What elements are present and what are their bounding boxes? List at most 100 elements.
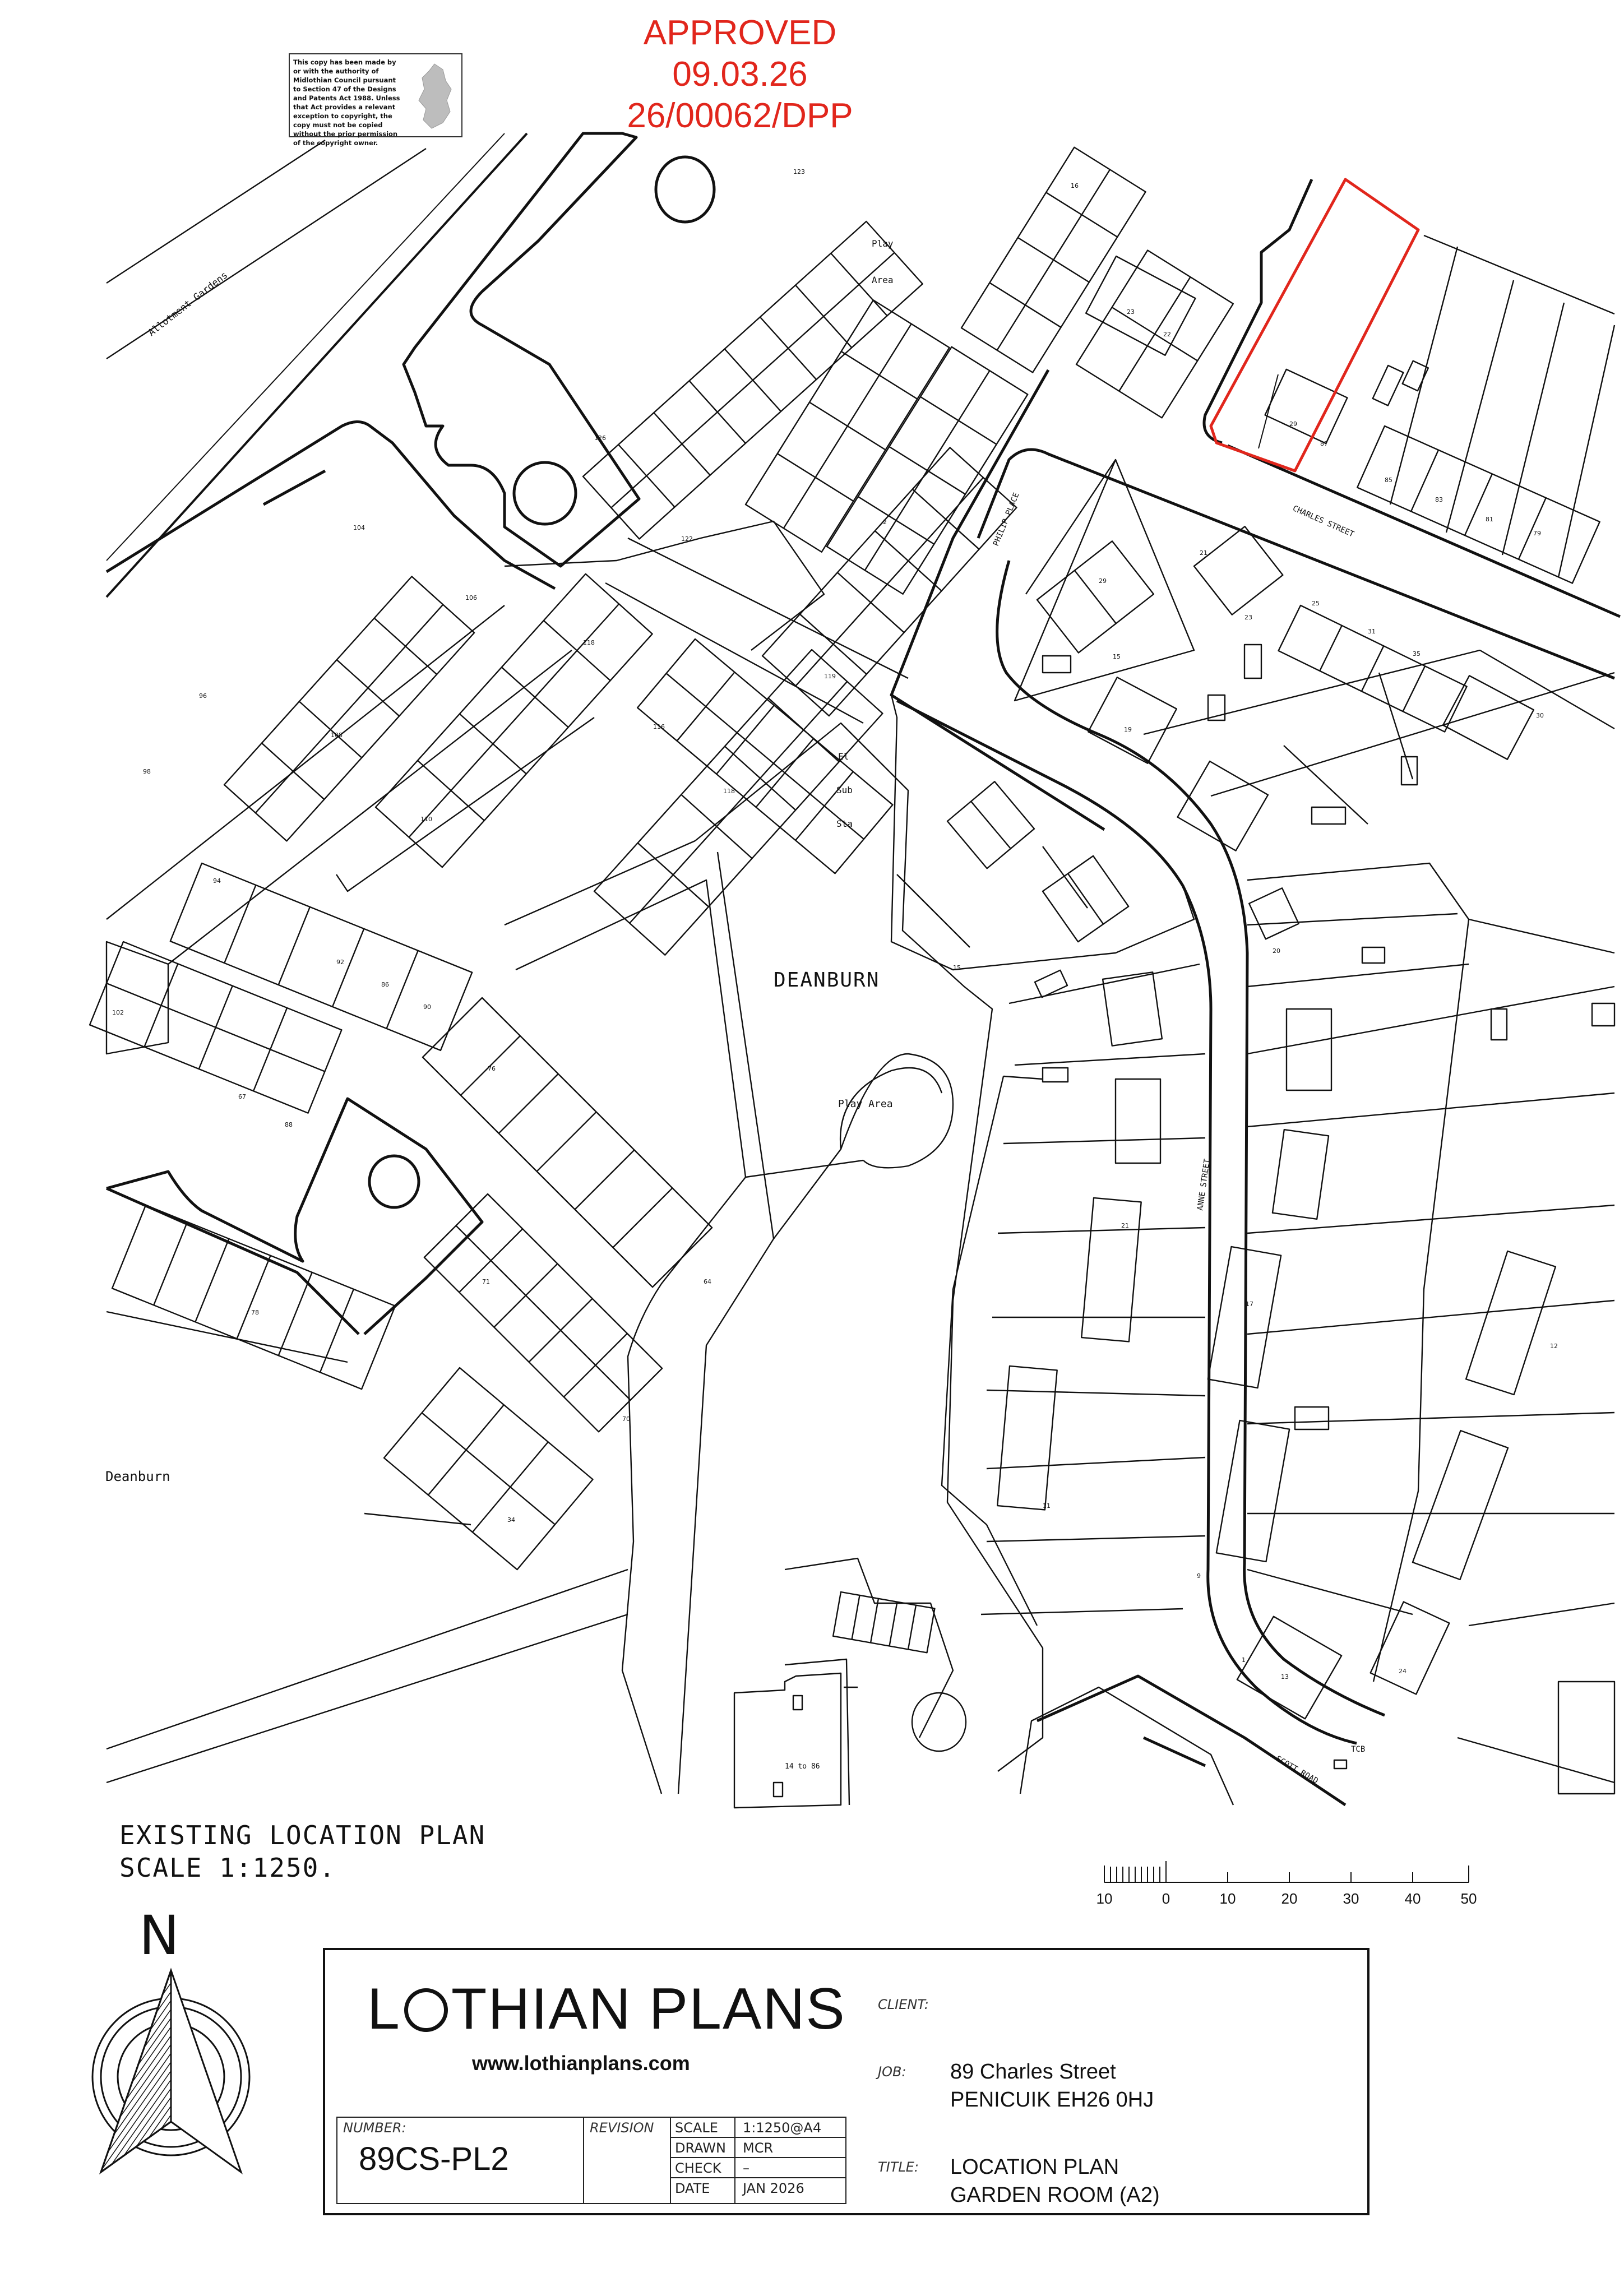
house-number: 15 xyxy=(953,964,961,971)
approval-reference: 26/00062/DPP xyxy=(627,96,853,135)
scale-label: 20 xyxy=(1281,1890,1298,1907)
north-arrow-icon xyxy=(91,1968,251,2174)
client-label: CLIENT: xyxy=(878,1997,929,2012)
scale-label: 10 xyxy=(1096,1890,1113,1907)
logo-text-right: THIAN PLANS xyxy=(451,1976,846,2042)
house-number: 16 xyxy=(1071,182,1079,189)
date-field-label: DATE xyxy=(675,2181,710,2196)
house-number: 126 xyxy=(594,434,606,442)
deanburn-label: DEANBURN xyxy=(774,969,880,992)
house-number: 83 xyxy=(1435,496,1443,503)
check-field-label: CHECK xyxy=(675,2160,721,2176)
job-address-line1: 89 Charles Street xyxy=(950,2060,1116,2084)
title-label: TITLE: xyxy=(878,2159,919,2175)
title-block xyxy=(323,1948,1369,2215)
house-number: 118 xyxy=(583,639,595,646)
el-sub-label-3: Sta xyxy=(836,818,853,829)
house-number: 88 xyxy=(285,1121,293,1128)
house-number: 86 xyxy=(381,981,389,988)
check-field-value: – xyxy=(743,2160,749,2176)
scale-bar xyxy=(1104,1861,1469,1883)
house-number: 19 xyxy=(1124,726,1132,733)
house-number: 76 xyxy=(488,1065,496,1072)
approval-status: APPROVED xyxy=(643,13,837,52)
title-block-grid xyxy=(336,2117,846,2204)
house-number: 106 xyxy=(465,594,477,601)
company-logo: L THIAN PLANS xyxy=(367,1976,846,2043)
house-number: 119 xyxy=(824,673,836,680)
scott-road-label: SCOTT ROAD xyxy=(1274,1755,1320,1786)
house-number: 98 xyxy=(143,768,151,775)
house-number: 116 xyxy=(653,723,665,730)
deanburn-left-label: Deanburn xyxy=(105,1469,170,1484)
house-number: 25 xyxy=(1312,600,1320,607)
house-number: 12 xyxy=(1550,1343,1558,1350)
drawing-number: 89CS-PL2 xyxy=(359,2141,509,2177)
scale-label: 40 xyxy=(1404,1890,1421,1907)
house-number: 96 xyxy=(199,692,207,700)
revision-label: REVISION xyxy=(590,2120,654,2136)
drawing-title-line2: GARDEN ROOM (A2) xyxy=(950,2183,1160,2207)
north-letter: N xyxy=(139,1904,179,1967)
house-number: 70 xyxy=(622,1415,630,1423)
house-number: 110 xyxy=(420,816,432,823)
job-address-line2: PENICUIK EH26 0HJ xyxy=(950,2088,1154,2112)
approval-stamp: APPROVED 09.03.26 26/00062/DPP xyxy=(583,12,897,137)
house-number: 15 xyxy=(1113,653,1121,660)
house-number: 104 xyxy=(353,524,365,531)
house-number: 94 xyxy=(213,877,221,885)
drawn-field-value: MCR xyxy=(743,2140,774,2156)
plan-caption: EXISTING LOCATION PLAN SCALE 1:1250. xyxy=(119,1819,485,1884)
tcb-label: TCB xyxy=(1351,1745,1365,1754)
drawn-field-label: DRAWN xyxy=(675,2140,726,2156)
date-field-value: JAN 2026 xyxy=(743,2181,804,2196)
house-number: 102 xyxy=(112,1009,124,1016)
house-number: 9 xyxy=(1197,1572,1201,1580)
copyright-notice: This copy has been made by or with the a… xyxy=(289,53,462,147)
allotment-label: Allotment Gardens xyxy=(146,270,230,339)
house-number: 22 xyxy=(1163,331,1171,338)
house-number: 64 xyxy=(704,1278,711,1285)
philip-place-label: PHILIP PLACE xyxy=(992,492,1021,548)
house-number: 34 xyxy=(507,1516,515,1524)
house-number: 29 xyxy=(1289,420,1297,428)
copyright-text: This copy has been made by or with the a… xyxy=(293,58,400,147)
job-label: JOB: xyxy=(878,2064,906,2080)
play-area-label-top-2: Area xyxy=(872,275,894,285)
house-number: 87 xyxy=(1320,440,1328,447)
house-number: 90 xyxy=(423,1003,431,1011)
house-number: 24 xyxy=(1399,1668,1406,1675)
number-label: NUMBER: xyxy=(343,2120,406,2136)
scale-field-value: 1:1250@A4 xyxy=(743,2120,822,2136)
drawing-title-line1: LOCATION PLAN xyxy=(950,2155,1119,2179)
house-number: 71 xyxy=(482,1278,490,1285)
play-area-label-top-1: Play xyxy=(872,238,894,249)
house-number: 81 xyxy=(1486,516,1493,523)
scale-label: 0 xyxy=(1162,1890,1170,1907)
house-number: 118 xyxy=(723,788,735,795)
approval-date: 09.03.26 xyxy=(672,55,808,94)
scale-field-label: SCALE xyxy=(675,2120,718,2136)
charles-street-label: CHARLES STREET xyxy=(1291,504,1355,539)
house-number: 92 xyxy=(336,959,344,966)
house-number: 23 xyxy=(1244,614,1252,621)
scale-label: 10 xyxy=(1219,1890,1236,1907)
house-number: 21 xyxy=(1121,1222,1129,1229)
house-number: 20 xyxy=(1273,947,1280,955)
house-number: 1 xyxy=(1242,1656,1246,1664)
house-number: 29 xyxy=(1099,577,1107,585)
logo-text-left: L xyxy=(367,1976,401,2042)
compass-logo-icon xyxy=(404,1988,448,2032)
house-number: 2 xyxy=(883,519,887,526)
scale-label: 30 xyxy=(1343,1890,1359,1907)
house-number: 23 xyxy=(1127,308,1135,316)
plan-caption-line1: EXISTING LOCATION PLAN xyxy=(119,1820,486,1850)
house-number: 21 xyxy=(1200,549,1207,557)
house-number: 30 xyxy=(1536,712,1544,719)
plan-scale-caption: SCALE 1:1250. xyxy=(119,1853,336,1883)
el-sub-label-1: El xyxy=(838,751,849,762)
el-sub-label-2: Sub xyxy=(836,785,853,795)
house-number: 85 xyxy=(1385,476,1392,484)
house-number: 123 xyxy=(793,168,805,175)
house-number: 79 xyxy=(1533,530,1541,537)
